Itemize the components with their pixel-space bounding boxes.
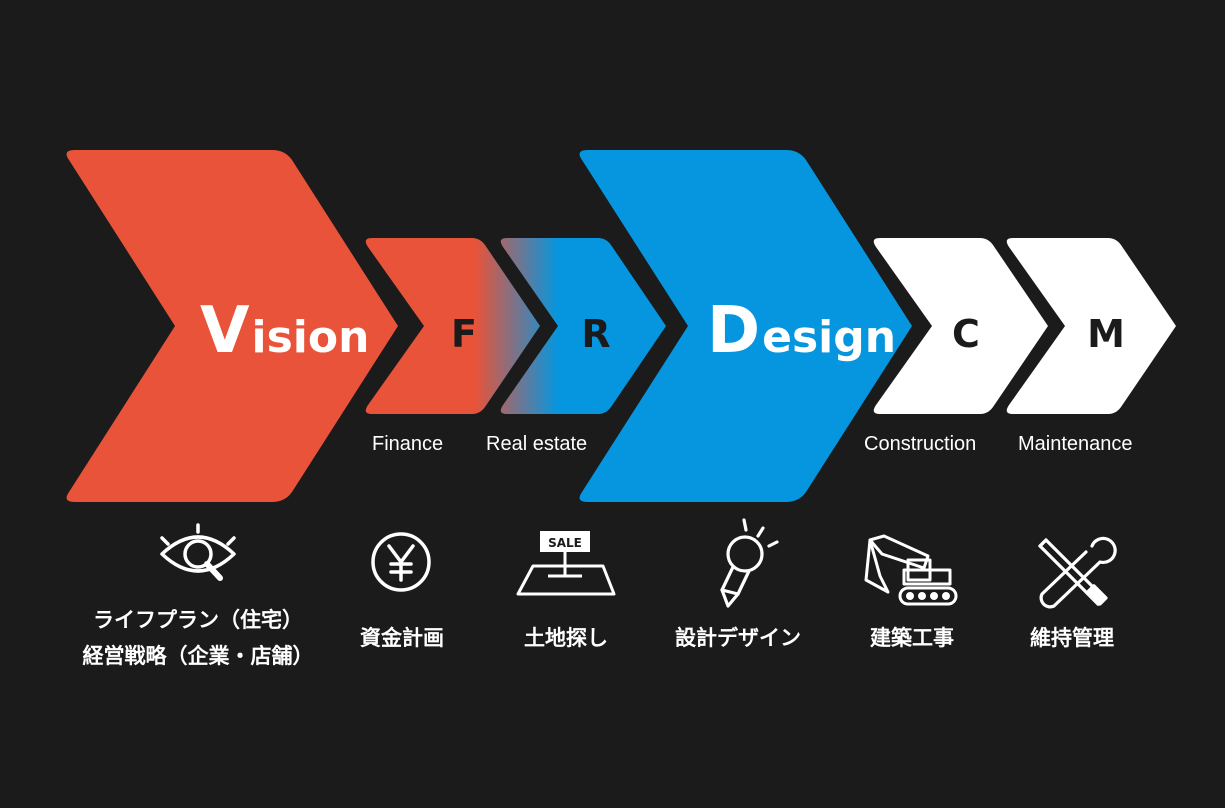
realestate-sub: Real estate: [486, 433, 588, 455]
yen-coin-icon: [371, 532, 431, 592]
construction-letter: C: [952, 312, 980, 356]
realestate-letter: R: [581, 312, 610, 356]
vision-label: ライフプラン（住宅） 経営戦略（企業・店舗）: [60, 602, 336, 674]
finance-label: 資金計画: [360, 626, 444, 650]
lightbulb-pencil-icon: [720, 518, 779, 608]
design-chevron: [579, 150, 912, 502]
sale-sign-text: SALE: [548, 536, 582, 550]
finance-letter: F: [451, 312, 477, 356]
wrench-screwdriver-icon: [1038, 536, 1117, 609]
excavator-icon: [864, 534, 958, 606]
design-label: 設計デザイン: [675, 626, 801, 650]
maintenance-label: 維持管理: [1030, 626, 1114, 650]
design-rest: esign: [762, 312, 896, 363]
design-initial: D: [707, 294, 760, 368]
finance-sub: Finance: [372, 433, 444, 455]
vision-chevron: [66, 150, 399, 502]
finance-realestate-gradient: [360, 230, 680, 420]
realestate-label: 土地探し: [524, 626, 608, 650]
vision-label-line2: 経営戦略（企業・店舗）: [82, 644, 314, 668]
construction-label: 建築工事: [870, 626, 954, 650]
design-title: Design: [707, 294, 896, 368]
maintenance-letter: M: [1087, 312, 1125, 356]
construction-chevron: [873, 238, 1048, 414]
construction-sub: Construction: [864, 433, 977, 455]
eye-magnifier-icon: [160, 523, 236, 581]
vision-title: Vision: [200, 294, 369, 368]
maintenance-sub: Maintenance: [1018, 433, 1133, 455]
vision-initial: V: [200, 294, 250, 368]
vision-label-line1: ライフプラン（住宅）: [93, 608, 303, 632]
vision-rest: ision: [252, 312, 370, 363]
maintenance-chevron: [1006, 238, 1176, 414]
sale-sign-icon: SALE: [516, 531, 616, 596]
